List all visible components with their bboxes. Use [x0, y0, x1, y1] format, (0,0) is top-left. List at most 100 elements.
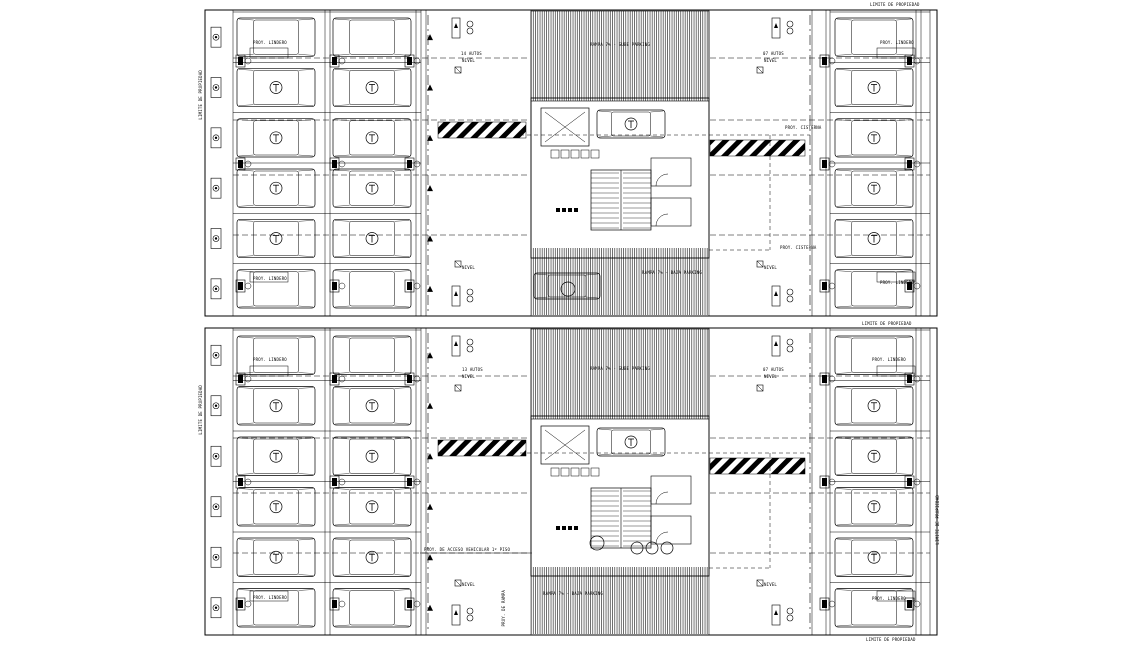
car-line — [298, 589, 314, 591]
structural-column — [904, 597, 921, 611]
car-body — [834, 537, 914, 577]
fixture-circle — [466, 20, 474, 28]
car-line — [238, 255, 254, 257]
car-line — [298, 624, 314, 627]
column-marker — [210, 26, 222, 48]
structural-column — [404, 279, 421, 293]
car-line — [586, 296, 599, 299]
car-line — [836, 589, 852, 591]
upper-level-right-bottom: NIVEL — [764, 265, 778, 270]
car-line — [334, 473, 350, 475]
car-line — [394, 18, 410, 21]
fixture-dot — [556, 526, 560, 530]
car-line — [896, 488, 912, 490]
car-roof — [253, 221, 299, 256]
fixture-circle — [466, 607, 474, 615]
structural-column — [329, 157, 346, 171]
car-icon — [332, 218, 412, 259]
elevator-x — [544, 111, 586, 143]
car-line — [334, 205, 350, 207]
structural-column — [819, 597, 836, 611]
sign-marker — [771, 285, 781, 307]
elevator-shaft — [540, 107, 590, 147]
elevator-shaft — [540, 425, 590, 465]
turntable-mark — [867, 550, 881, 564]
car-icon — [332, 487, 412, 527]
fixture-circle — [786, 20, 794, 28]
car-icon — [332, 588, 412, 628]
fixture — [580, 149, 590, 159]
car-line — [836, 18, 852, 21]
car-roof — [349, 489, 395, 525]
car-icon — [332, 269, 412, 309]
car-line — [238, 270, 254, 272]
car-line — [238, 624, 254, 627]
column-marker — [210, 597, 222, 619]
plan-outline — [204, 327, 938, 636]
sign-marker — [451, 335, 461, 357]
car-line — [535, 296, 548, 299]
lower-ramp-label: RAMPA 7% - SUBE PARKING — [590, 366, 650, 371]
car-line — [896, 336, 912, 339]
car-line — [334, 589, 350, 591]
car-icon — [834, 487, 914, 527]
car-line — [598, 110, 612, 113]
turntable-mark — [867, 181, 881, 195]
car-icon — [332, 386, 412, 426]
service-room — [650, 197, 692, 227]
car-line — [298, 54, 314, 56]
car-line — [334, 255, 350, 257]
car-line — [836, 523, 852, 526]
car-roof — [851, 120, 897, 156]
car-roof — [349, 438, 395, 474]
upper-note-left-bottom: PROY. LINDERO — [253, 276, 287, 281]
car-icon — [834, 335, 914, 375]
lower-property-limit-left: LIMITE DE PROPIEDAD — [198, 385, 203, 435]
plan-1 — [204, 327, 938, 636]
car-body — [236, 588, 316, 628]
car-roof — [349, 19, 395, 55]
fixture-dot — [562, 208, 566, 212]
car-line — [836, 574, 852, 576]
beam-hatch — [437, 439, 527, 457]
car-body — [332, 118, 412, 158]
car-line — [896, 18, 912, 21]
beam-hatch — [709, 139, 806, 157]
note-box — [876, 271, 916, 283]
column-marker — [210, 546, 222, 568]
car-roof — [611, 429, 651, 455]
car-line — [334, 104, 350, 106]
car-body — [332, 487, 412, 527]
car-roof — [851, 590, 897, 626]
car-roof — [349, 120, 395, 156]
upper-property-limit-left: LIMITE DE PROPIEDAD — [198, 70, 203, 120]
level-marker — [454, 66, 462, 74]
lower-level-left-bottom: NIVEL — [462, 582, 476, 587]
lower-property-limit-bottom: LIMITE DE PROPIEDAD — [866, 637, 916, 642]
car-roof — [253, 170, 299, 206]
car-line — [334, 336, 350, 339]
car-roof — [349, 221, 395, 256]
service-room — [650, 475, 692, 505]
turntable-mark — [867, 500, 881, 514]
car-icon — [236, 218, 316, 259]
car-body — [236, 67, 316, 108]
level-marker — [454, 260, 462, 268]
car-line — [238, 372, 254, 374]
car-roof — [349, 388, 395, 424]
fixture-circle — [786, 607, 794, 615]
arrow-icon — [427, 604, 433, 611]
car-roof — [851, 271, 897, 307]
structural-column — [329, 475, 346, 489]
car-line — [334, 372, 350, 374]
arrow-icon — [427, 285, 433, 292]
fixture-circle — [466, 295, 474, 303]
car-line — [298, 473, 314, 475]
car-line — [298, 488, 314, 490]
car-line — [535, 273, 548, 276]
car-line — [836, 205, 852, 207]
lower-level-left: NIVEL — [462, 374, 476, 379]
arrow-icon — [454, 341, 458, 346]
car-line — [896, 387, 912, 389]
car-line — [896, 574, 912, 576]
